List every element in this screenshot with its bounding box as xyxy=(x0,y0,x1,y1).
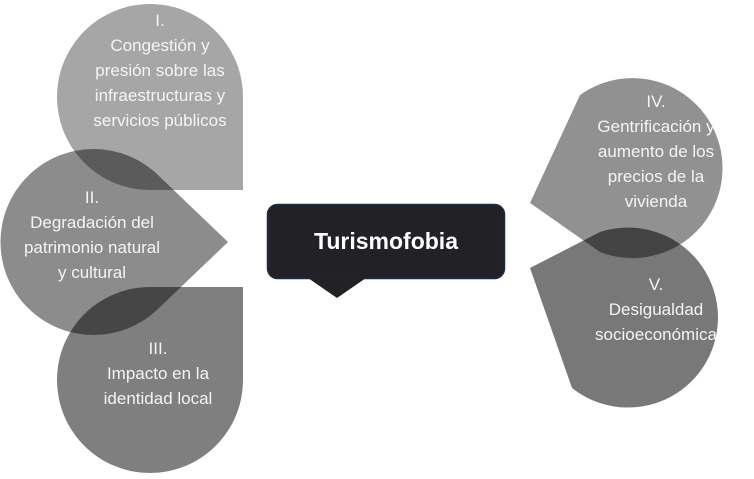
item-text-line: Congestión y xyxy=(110,36,210,55)
item-text-line: Degradación del xyxy=(30,213,154,232)
center-box-pointer xyxy=(308,278,366,298)
item-numeral: I. xyxy=(155,11,165,30)
item-text-line: presión sobre las xyxy=(95,61,225,80)
item-text-line: socioeconómica xyxy=(595,325,717,344)
item-text-line: Gentrificación y xyxy=(597,117,715,136)
item-text-line: servicios públicos xyxy=(93,111,227,130)
item-numeral: II. xyxy=(84,188,100,207)
item-i-label: I. Congestión y presión sobre las infrae… xyxy=(93,8,226,133)
center-box xyxy=(266,203,506,280)
item-text-line: vivienda xyxy=(624,192,688,211)
teardrop-shape-iv xyxy=(530,78,723,259)
item-text-line: y cultural xyxy=(57,263,127,282)
item-numeral: IV. xyxy=(646,92,666,111)
item-iv-label: IV. Gentrificación y aumento de los prec… xyxy=(597,89,714,214)
item-text-line: identidad local xyxy=(103,389,213,408)
item-iii-label: III. Impacto en la identidad local xyxy=(104,336,213,411)
item-text-line: Desigualdad xyxy=(608,300,704,319)
item-numeral: V. xyxy=(648,275,664,294)
item-text-line: aumento de los xyxy=(597,142,715,161)
item-text-line: Impacto en la xyxy=(106,364,210,383)
teardrop-shape-iii xyxy=(57,287,243,473)
item-v-label: V. Desigualdad socioeconómica xyxy=(595,272,717,347)
item-text-line: patrimonio natural xyxy=(23,238,161,257)
item-text-line: precios de la xyxy=(607,167,705,186)
teardrop-shape-i xyxy=(57,4,243,190)
center-title: Turismofobia xyxy=(314,228,458,254)
item-ii-label: II. Degradación del patrimonio natural y… xyxy=(24,185,160,285)
teardrop-shape-v xyxy=(530,227,718,408)
item-text-line: infraestructuras y xyxy=(94,86,226,105)
item-numeral: III. xyxy=(148,339,168,358)
